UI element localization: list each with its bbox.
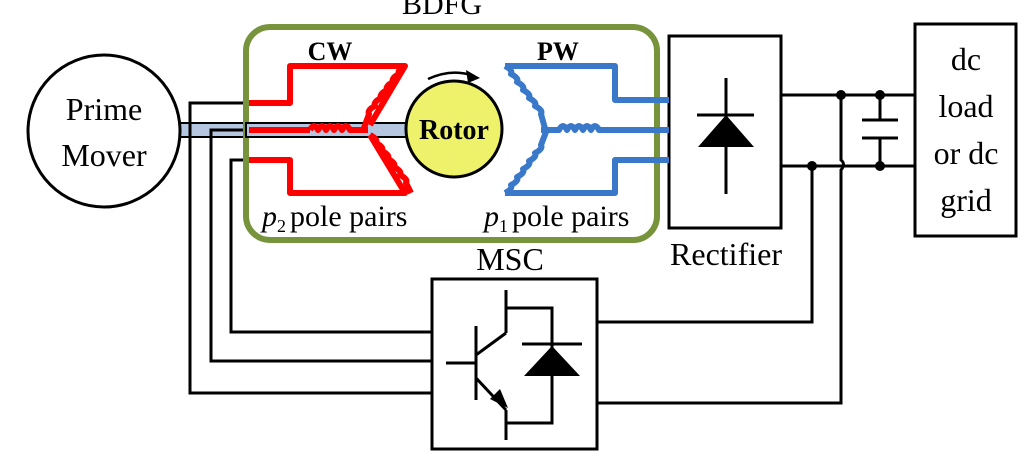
cw-to-msc-wires	[188, 101, 432, 395]
rotor: Rotor	[404, 70, 504, 179]
prime-mover: Prime Mover	[26, 53, 182, 209]
pw-pole-subscript: 1	[499, 216, 508, 236]
pw-pole-symbol: p	[482, 200, 499, 233]
cw-pole-subscript: 2	[277, 216, 286, 236]
cw-label: CW	[308, 37, 353, 66]
pw-label: PW	[537, 37, 579, 66]
msc-diode-icon	[524, 346, 580, 376]
rectifier: Rectifier	[667, 34, 783, 272]
cw-winding	[249, 63, 414, 196]
cw-pole-symbol: p	[260, 200, 277, 233]
cw-pole-text: pole pairs	[290, 200, 407, 233]
rectifier-diode-icon	[698, 115, 754, 147]
msc-label: MSC	[476, 241, 544, 277]
junction-dots	[807, 90, 885, 171]
rectifier-label: Rectifier	[670, 236, 782, 272]
prime-mover-line1: Prime	[66, 91, 142, 127]
msc: MSC	[430, 241, 599, 451]
rotor-label: Rotor	[419, 115, 489, 146]
dc-load-line3: or dc	[934, 135, 999, 171]
dc-bus	[597, 93, 915, 405]
dc-load-line2: load	[938, 88, 993, 124]
bdfg-title: BDFG	[402, 0, 482, 21]
rotation-arrowhead-icon	[466, 70, 480, 83]
dc-load-line1: dc	[951, 41, 981, 77]
igbt-emitter-arrow-icon	[490, 389, 508, 408]
pw-to-rectifier	[655, 97, 669, 163]
dc-load-box: dc load or dc grid	[913, 22, 1018, 238]
dc-load-line4: grid	[940, 182, 992, 218]
igbt-icon	[446, 290, 582, 440]
prime-mover-line2: Mover	[61, 137, 147, 173]
pw-winding	[503, 63, 660, 196]
pw-pole-text: pole pairs	[512, 200, 629, 233]
